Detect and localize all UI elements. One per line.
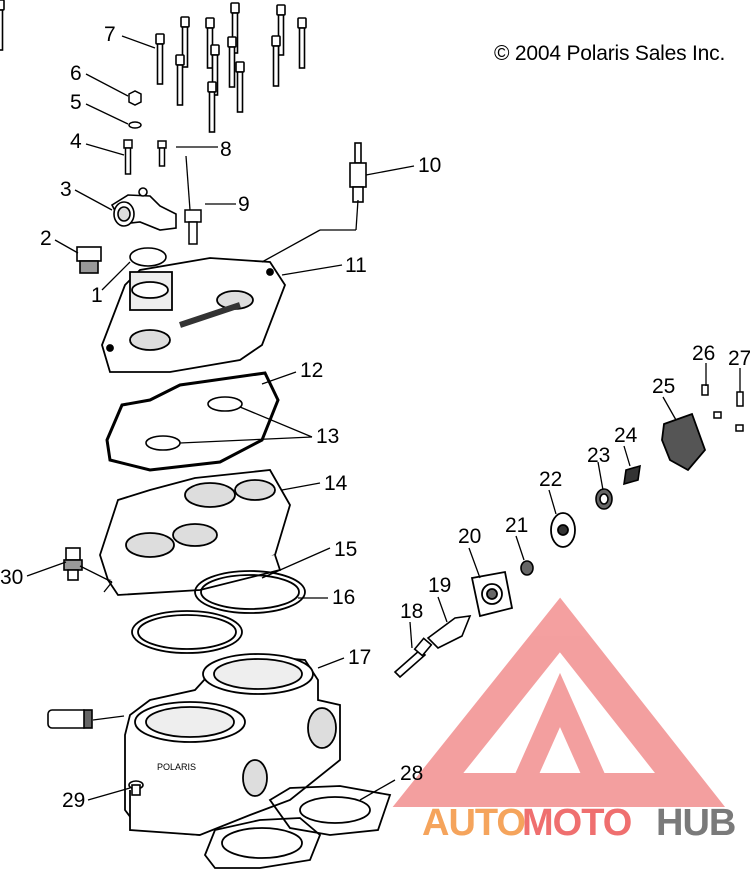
pump-gasket-icon (426, 615, 472, 649)
watermark-text-auto: AUTO (422, 802, 526, 844)
callout-15: 15 (334, 538, 357, 561)
spring-icon (623, 464, 641, 486)
short-bolt-icon (157, 140, 167, 167)
fitting-icon (63, 547, 83, 581)
base-gasket-icon (131, 570, 306, 654)
nut-icon (128, 90, 142, 106)
impeller-icon (550, 512, 576, 548)
cylinder-head-cover-icon (101, 257, 287, 373)
callout-28: 28 (400, 762, 423, 785)
callout-23: 23 (587, 444, 610, 467)
stud-icon (123, 139, 133, 175)
thermostat-icon (76, 246, 102, 274)
washer-icon (128, 121, 142, 129)
exhaust-gasket-icon (203, 785, 392, 869)
spark-plug-icon (349, 142, 367, 203)
small-bolt-icon (128, 780, 144, 796)
callout-11: 11 (345, 254, 367, 277)
temperature-sensor-icon (184, 209, 202, 245)
callout-27: 27 (728, 347, 750, 370)
callout-21: 21 (505, 514, 528, 537)
callout-7: 7 (104, 23, 116, 46)
callout-4: 4 (70, 130, 82, 153)
o-ring-icon (129, 247, 167, 267)
callout-14: 14 (324, 472, 348, 495)
cylinder-head-icon (99, 469, 291, 596)
drain-bolt-icon (393, 637, 433, 679)
callout-8: 8 (220, 138, 232, 161)
pump-housing-icon (470, 570, 514, 618)
callout-12: 12 (300, 359, 323, 382)
head-gasket-icon (105, 371, 280, 472)
callout-5: 5 (70, 91, 82, 114)
seal-icon (520, 560, 534, 576)
callout-20: 20 (458, 525, 481, 548)
callout-26: 26 (692, 342, 715, 365)
cylinder-block-icon: POLARIS (124, 653, 341, 836)
callout-29: 29 (62, 789, 85, 812)
callout-13: 13 (316, 425, 339, 448)
gear-icon (595, 488, 613, 510)
callout-17: 17 (348, 646, 371, 669)
callout-3: 3 (60, 178, 72, 201)
callout-16: 16 (332, 586, 355, 609)
callout-2: 2 (40, 227, 52, 250)
callout-22: 22 (539, 468, 562, 491)
callout-9: 9 (238, 193, 250, 216)
cover-screw-icon (701, 384, 744, 432)
watermark-text-moto: MOTO (522, 802, 632, 844)
leader-lines (26, 35, 741, 801)
sleeve-icon (47, 709, 93, 729)
copyright-notice: © 2004 Polaris Sales Inc. (494, 42, 726, 65)
pump-cover-icon (661, 412, 707, 472)
callout-18: 18 (400, 600, 423, 623)
cylinder-brand-text: POLARIS (157, 762, 196, 772)
callout-6: 6 (70, 62, 82, 85)
watermark-text-hub: HUB (656, 802, 736, 844)
bolt-group-icon (0, 0, 307, 133)
callout-19: 19 (428, 574, 451, 597)
watermark-logo-icon (392, 597, 726, 807)
callout-10: 10 (418, 154, 441, 177)
callout-30: 30 (0, 566, 23, 589)
callout-numbers: 7 6 5 4 8 9 3 2 1 10 11 12 13 14 15 16 1… (0, 23, 750, 812)
water-outlet-housing-icon (110, 187, 177, 231)
callout-1: 1 (91, 284, 103, 307)
callout-24: 24 (614, 424, 638, 447)
callout-25: 25 (652, 375, 675, 398)
